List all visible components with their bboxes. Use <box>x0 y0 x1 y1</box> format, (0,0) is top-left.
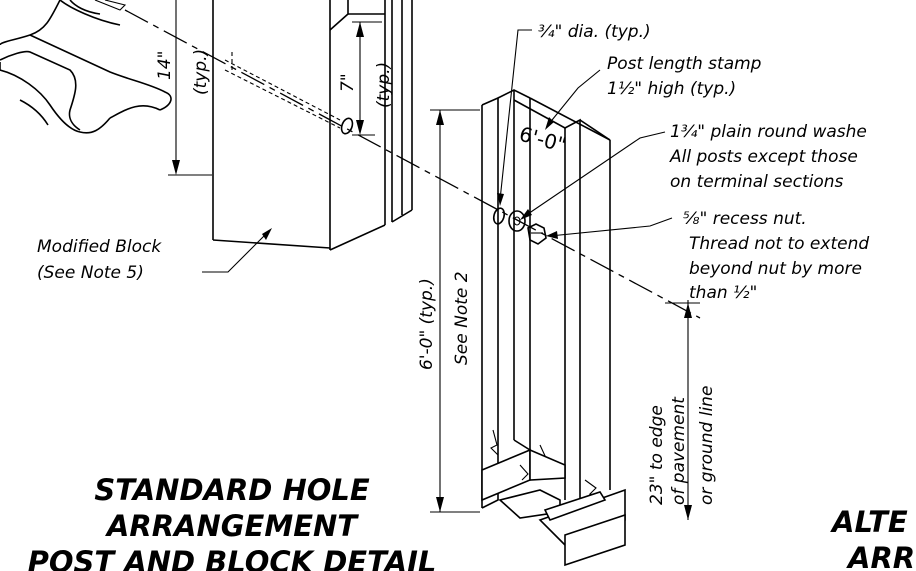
nut-note-line2: Thread not to extend <box>689 234 869 254</box>
block-note-line2: (See Note 5) <box>37 263 144 283</box>
post-length-stamp: 6'-0" <box>517 122 569 157</box>
dim-post-label: 6'-0" (typ.) <box>417 278 437 370</box>
alt-title-line2: ARR <box>846 541 915 571</box>
title-line2: ARRANGEMENT <box>105 509 359 543</box>
nut-note-line3: beyond nut by more <box>689 259 862 279</box>
washer <box>508 210 526 232</box>
alt-title-line1: ALTE <box>830 505 908 539</box>
w6-steel-post: 6'-0" <box>481 89 626 567</box>
dim-post-length: 6'-0" (typ.) See Note 2 <box>417 109 480 513</box>
washer-note-line2: All posts except those <box>669 147 858 167</box>
dim-14-inch: 14" (typ.) <box>155 0 212 176</box>
washer-note-line3: on terminal sections <box>670 172 844 192</box>
dim-23-line3: or ground line <box>697 386 717 505</box>
dim-7-typ-label: (typ.) <box>374 62 394 108</box>
stamp-note-line1: Post length stamp <box>607 54 762 74</box>
washer-note-line1: 1¾" plain round washe <box>670 122 867 142</box>
nut-note-line1: ⅝" recess nut. <box>683 209 807 229</box>
title-line1: STANDARD HOLE <box>94 473 370 507</box>
hole-diameter-note: ¾" dia. (typ.) <box>538 22 651 42</box>
nut-note-line4: than ½" <box>689 283 757 303</box>
modified-block <box>212 0 413 251</box>
bolt-centerline <box>124 9 701 319</box>
dim-23-line1: 23" to edge <box>647 405 667 505</box>
title-line3: POST AND BLOCK DETAIL <box>28 545 437 571</box>
dim-post-note: See Note 2 <box>452 271 472 365</box>
dim-7-label: 7" <box>338 73 358 92</box>
dim-14-label: 14" <box>155 51 175 80</box>
recess-nut <box>527 223 547 245</box>
leader-lines <box>202 29 673 273</box>
dim-14-typ-label: (typ.) <box>191 49 211 95</box>
dim-7-inch: 7" (typ.) <box>338 21 394 136</box>
post-bolt-hole <box>492 207 506 225</box>
block-note-line1: Modified Block <box>37 237 162 257</box>
w-beam-rail <box>0 0 172 134</box>
stamp-note-line2: 1½" high (typ.) <box>607 79 736 99</box>
dim-23-line2: of pavement <box>669 396 689 505</box>
dim-23-inch: 23" to edge of pavement or ground line <box>647 300 717 520</box>
